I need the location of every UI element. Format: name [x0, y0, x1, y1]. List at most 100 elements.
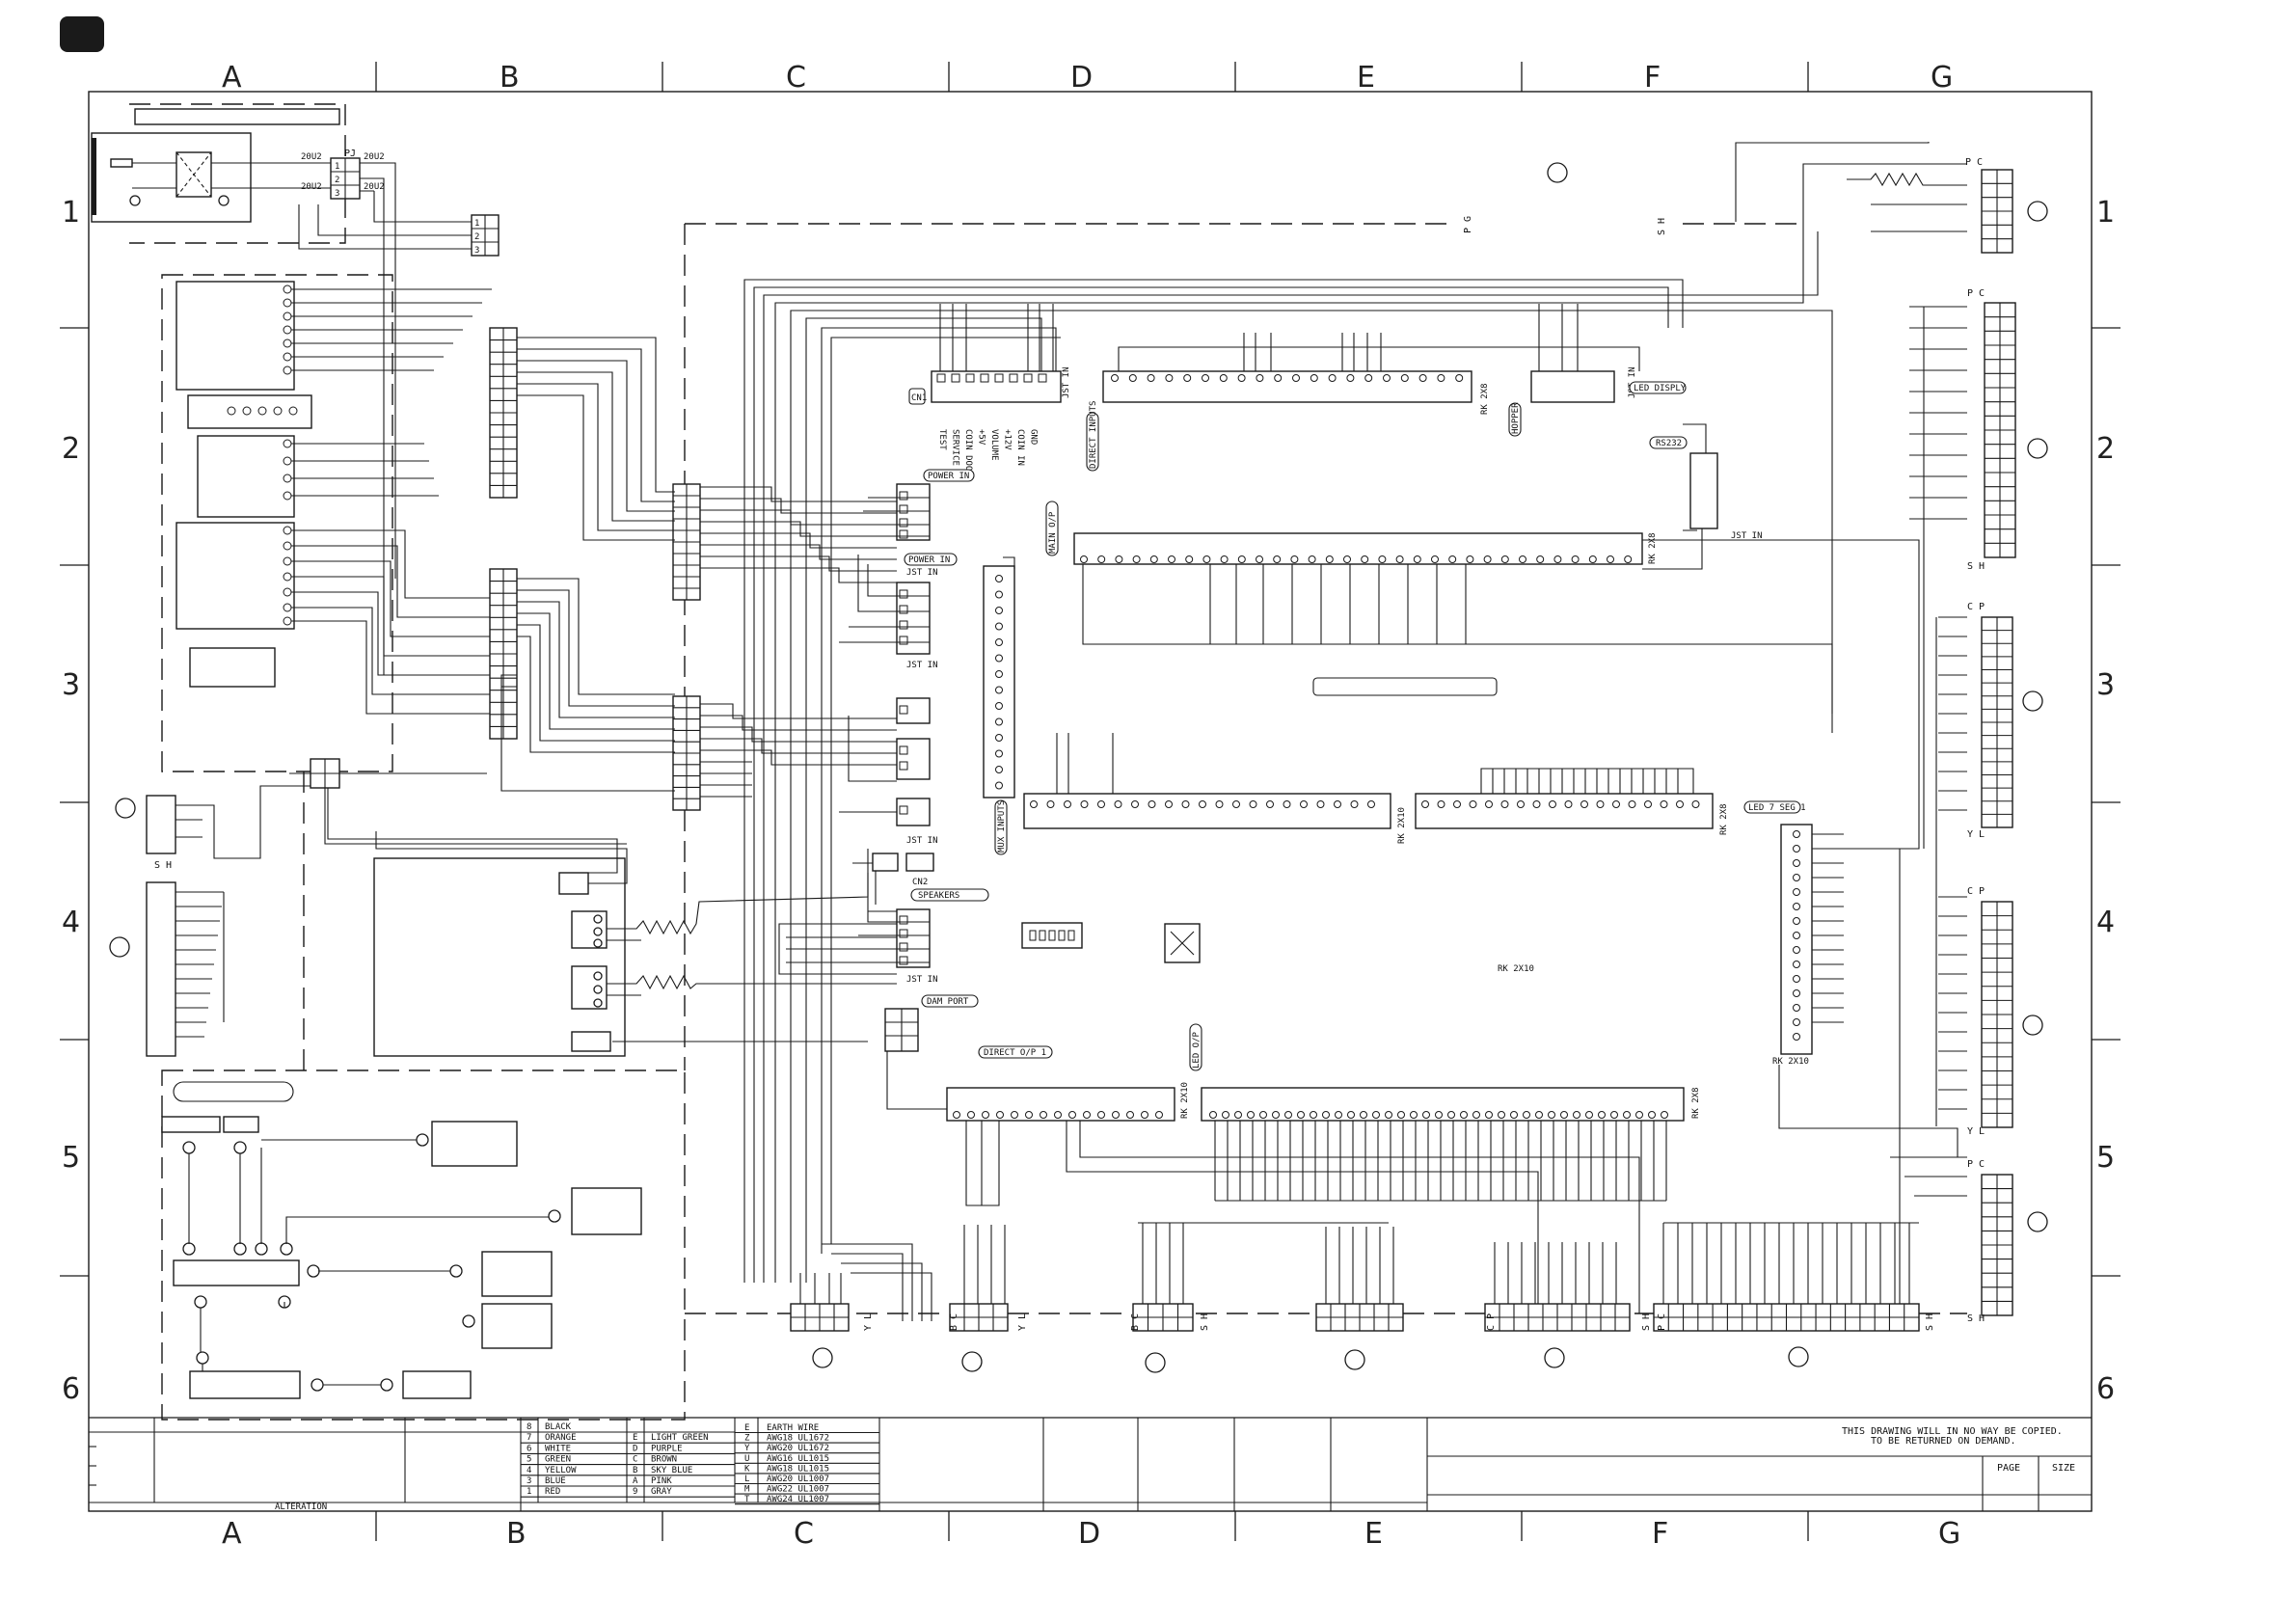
- harness-wires-left: [291, 163, 1967, 1321]
- left-stack-top: [146, 795, 176, 854]
- sh-label-b1: S H: [1200, 1313, 1210, 1331]
- color-code: 3: [527, 1476, 531, 1486]
- page-label: PAGE: [1997, 1463, 2020, 1474]
- zone-d: D: [1070, 61, 1093, 95]
- jst-in-tag-f: JST IN: [1731, 531, 1763, 541]
- inline-connector: [872, 853, 899, 872]
- color-name: BLUE: [545, 1476, 566, 1486]
- color-code-2: A: [633, 1476, 638, 1486]
- led-disp-tag: LED DISPLY: [1634, 384, 1687, 393]
- cable-code: Z: [744, 1434, 750, 1444]
- row-3-right: 3: [2096, 668, 2115, 702]
- pj-pin-3: 3: [335, 189, 339, 199]
- cable-name: AWG24 UL1007: [767, 1495, 829, 1504]
- zone-e-bottom: E: [1364, 1517, 1383, 1551]
- bottom-left-harness: [146, 758, 934, 1399]
- module-3: [176, 522, 295, 630]
- color-code: 4: [527, 1466, 531, 1475]
- hopper-tag: HOPPER: [1511, 402, 1521, 434]
- color-name-2: GRAY: [651, 1487, 672, 1497]
- zone-c-bottom: C: [794, 1517, 814, 1551]
- color-code-2: D: [633, 1444, 637, 1453]
- row-labels-right: 1 2 3 4 5 6: [2096, 196, 2115, 1406]
- power-in-tag: POWER IN: [908, 555, 950, 565]
- size-label: SIZE: [2052, 1463, 2075, 1474]
- fuse-holder: [173, 1081, 294, 1102]
- pin-label: COIN DOOR: [963, 429, 973, 476]
- cable-name: EARTH WIRE: [767, 1423, 819, 1433]
- inlet-body: [91, 132, 252, 223]
- row-3: 3: [62, 668, 80, 702]
- cp-label-2: C P: [1967, 886, 1985, 897]
- hole-icon: [109, 936, 130, 958]
- yl-label-1: Y L: [1967, 829, 1985, 840]
- sh-label-b2: S H: [1641, 1313, 1652, 1331]
- row-6-right: 6: [2096, 1372, 2115, 1406]
- pin-label: SERVICE: [951, 429, 960, 466]
- inlet-cover: [134, 108, 340, 125]
- color-name-2: SKY BLUE: [651, 1466, 692, 1475]
- cable-code: K: [744, 1464, 750, 1474]
- zone-b-bottom: B: [506, 1517, 527, 1551]
- cn1-tag: CN1: [911, 393, 927, 403]
- color-code-2: E: [633, 1433, 637, 1443]
- rs232-connector: [1689, 452, 1718, 529]
- zone-b: B: [500, 61, 520, 95]
- mux-inputs-tag: MUX INPUTS: [997, 800, 1007, 853]
- harness-connectors-left: [489, 327, 701, 811]
- pc-label-2: P C: [1967, 288, 1985, 299]
- color-name: BLACK: [545, 1422, 572, 1432]
- pj-pin-1: 1: [335, 162, 339, 172]
- power-inlet: PJ 1 2 3 20U2 20U2 20U2 20U2 1 2 3: [91, 108, 500, 675]
- row-4: 4: [62, 906, 80, 939]
- cable-name: AWG18 UL1672: [767, 1434, 829, 1444]
- zone-a-bottom: A: [222, 1517, 242, 1551]
- bottom-block: [189, 1370, 301, 1399]
- cable-name: AWG18 UL1015: [767, 1464, 829, 1474]
- jst-in-tag-d: JST IN: [906, 836, 938, 846]
- cable-code: E: [744, 1423, 749, 1433]
- zone-labels-bottom: A B C D E F G: [222, 1517, 1960, 1551]
- terminal-bar: [173, 1259, 300, 1286]
- led-op-tag: LED O/P: [1192, 1031, 1202, 1069]
- sh-label-2: S H: [1967, 1313, 1985, 1324]
- rk-tag-e: RK 2X10: [1772, 1057, 1809, 1067]
- direct-inputs-tag: DIRECT INPUTS: [1089, 401, 1098, 469]
- zone-a: A: [222, 61, 242, 95]
- led7seg-connector: [1415, 793, 1714, 829]
- pg-label: P G: [1463, 216, 1473, 233]
- color-name: ORANGE: [545, 1433, 577, 1443]
- rk-tag-c: RK 2X10: [1397, 807, 1407, 844]
- main-op-tag: MAIN O/P: [1048, 511, 1058, 554]
- pj-label: PJ: [344, 149, 356, 159]
- rk-tag-d: RK 2X8: [1719, 803, 1729, 835]
- zone-g-bottom: G: [1938, 1517, 1960, 1551]
- color-name-2: BROWN: [651, 1455, 677, 1465]
- rk-vertical-left: [983, 565, 1015, 798]
- corner-marker: [60, 16, 104, 52]
- plug-icon: [558, 872, 589, 895]
- hole-icon: [2022, 1015, 2043, 1036]
- pin-label: COIN IN: [1015, 429, 1025, 466]
- rk-tag-g: RK 2X8: [1691, 1087, 1701, 1119]
- small-pin-1: 1: [474, 219, 479, 229]
- row-5: 5: [62, 1141, 80, 1175]
- yl-label-b1: Y L: [863, 1313, 874, 1331]
- bc-label-b2: B C: [1130, 1313, 1141, 1331]
- cable-code: M: [744, 1485, 750, 1495]
- mounting-holes: [109, 162, 2048, 1373]
- hole-icon: [1547, 162, 1568, 183]
- right-connectors: [1981, 169, 2016, 1316]
- plug-icon-2: [571, 1031, 611, 1052]
- jst-in-tag-e: JST IN: [906, 975, 938, 985]
- cable-name: AWG22 UL1007: [767, 1485, 829, 1495]
- rs232-tag: RS232: [1656, 439, 1682, 448]
- module-1: [176, 281, 295, 391]
- power-in-tag-top: POWER IN: [928, 472, 969, 481]
- jst-in-tag-b: JST IN: [906, 568, 938, 578]
- wire-label-r2: 20U2: [364, 182, 385, 192]
- mux-inputs-connector: [1023, 793, 1391, 829]
- enclosure-outlines: [129, 103, 1967, 1421]
- jst-in-tag-a: JST IN: [1062, 366, 1071, 398]
- led-7seg-tag: LED 7 SEG 1: [1748, 803, 1806, 813]
